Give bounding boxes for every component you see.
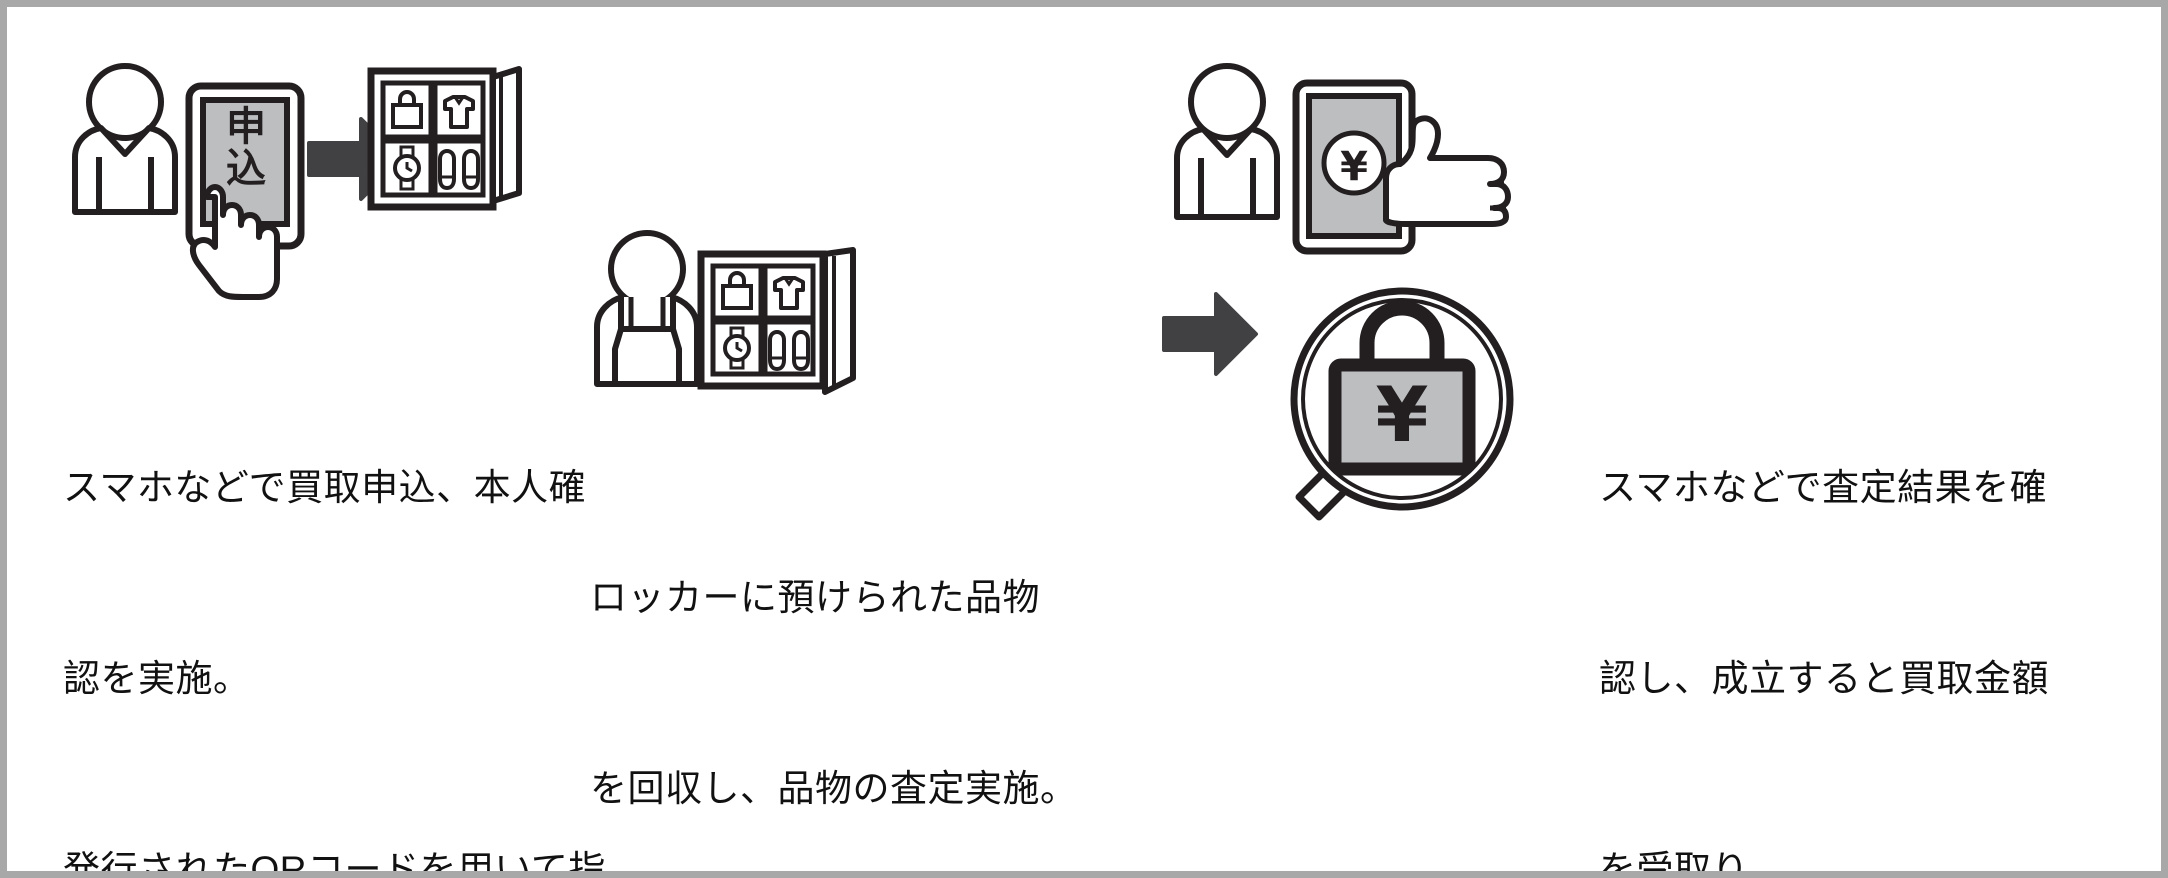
magnifying-glass-icon: ¥ xyxy=(1257,269,1517,539)
handbag-icon xyxy=(721,271,753,310)
shoes-icon xyxy=(768,329,810,372)
step-1-caption: スマホなどで買取申込、本人確 認を実施。 発行されたQRコードを用いて指 定ロッ… xyxy=(63,329,606,878)
smartphone-icon[interactable]: ¥ xyxy=(1292,79,1432,259)
caption-line: スマホなどで買取申込、本人確 xyxy=(63,467,587,509)
caption-line: 発行されたQRコードを用いて指 xyxy=(63,849,606,878)
handbag-icon xyxy=(391,90,423,129)
caption-line: 認を実施。 xyxy=(63,658,251,700)
tshirt-icon xyxy=(773,276,805,310)
padlock-yen-label: ¥ xyxy=(1376,370,1429,459)
person-icon xyxy=(1167,62,1307,222)
phone-screen-label: 申 込 xyxy=(226,104,266,192)
caption-line: スマホなどで査定結果を確 xyxy=(1599,467,2048,509)
tshirt-icon xyxy=(443,95,475,129)
shoes-icon xyxy=(438,148,480,191)
open-locker-icon xyxy=(697,247,882,395)
caption-line: 認し、成立すると買取金額 xyxy=(1599,658,2049,700)
thumbs-up-icon xyxy=(1380,112,1511,227)
step-2-caption: ロッカーに預けられた品物 を回収し、品物の査定実施。 査定結果をお客様に通知。 xyxy=(590,439,1110,871)
right-arrow-icon xyxy=(1162,290,1258,378)
padlock-icon xyxy=(1328,300,1476,476)
person-icon xyxy=(65,62,205,217)
caption-line: を回収し、品物の査定実施。 xyxy=(590,768,1078,810)
wristwatch-icon xyxy=(723,326,751,370)
wristwatch-icon xyxy=(393,145,421,191)
svg-text:¥: ¥ xyxy=(1340,144,1368,190)
pointing-hand-icon xyxy=(185,184,300,300)
caption-line: ロッカーに預けられた品物 xyxy=(590,577,1040,619)
caption-line: を受取り。 xyxy=(1599,849,1786,878)
yen-badge-icon: ¥ xyxy=(1321,130,1387,196)
staff-with-apron-icon xyxy=(590,229,705,389)
locker-icon xyxy=(367,66,532,212)
step-3-caption: スマホなどで査定結果を確 認し、成立すると買取金額 を受取り。 xyxy=(1599,329,2119,878)
